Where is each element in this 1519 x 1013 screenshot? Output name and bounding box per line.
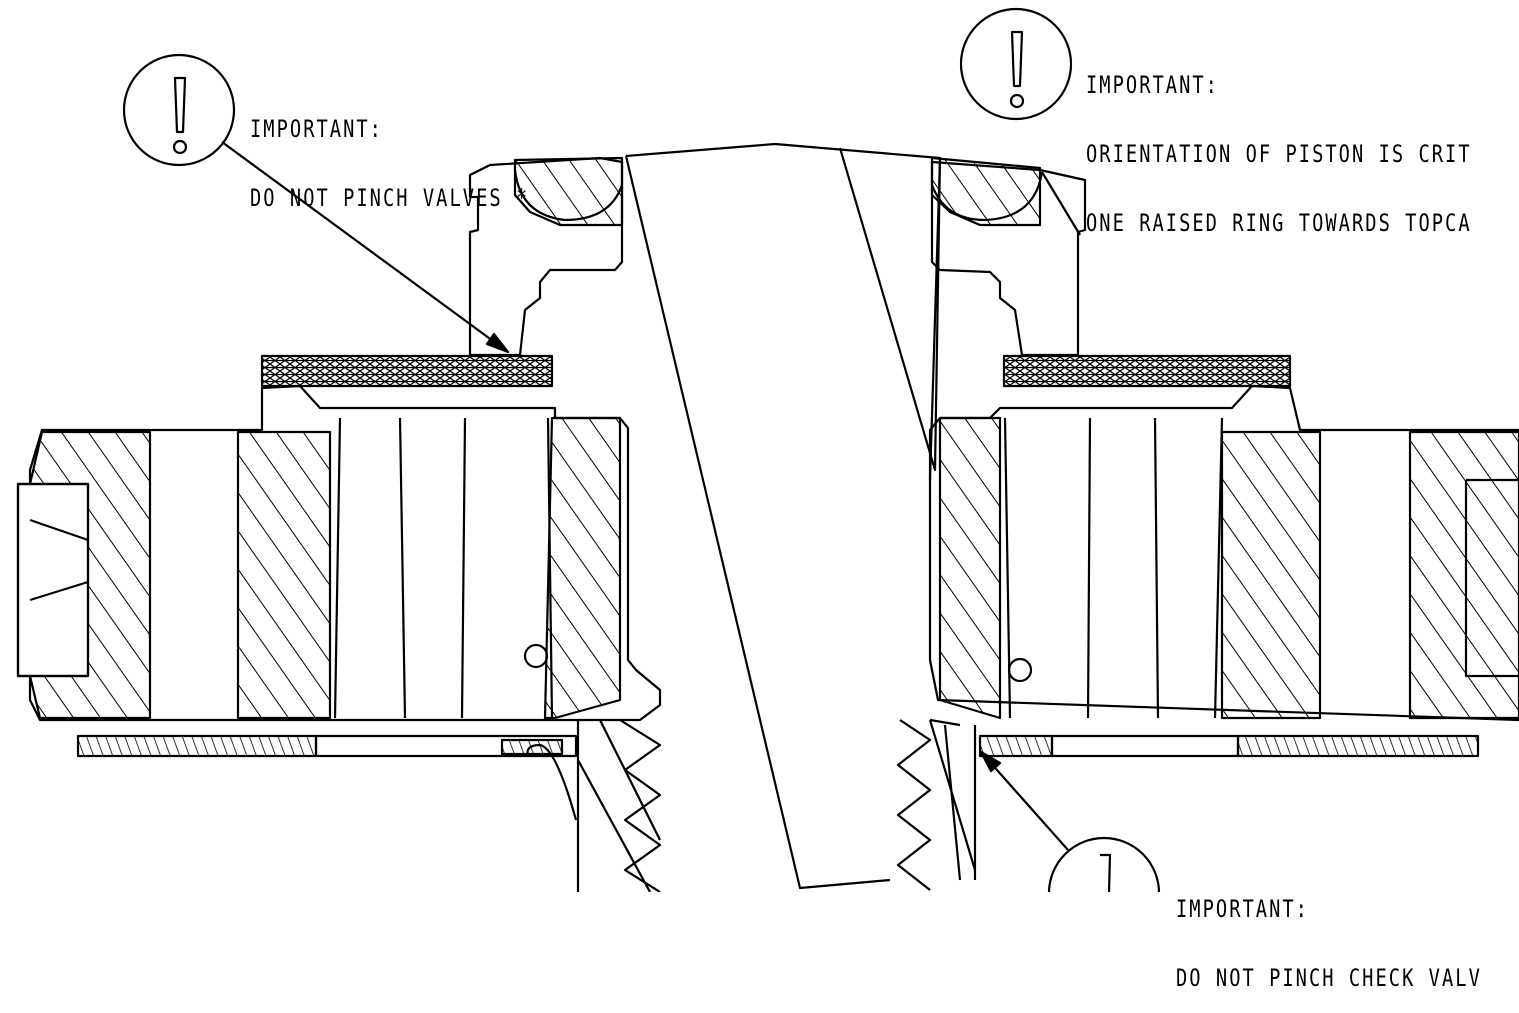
leader-line: [979, 750, 1069, 851]
note-text: DO NOT PINCH CHECK VALV: [1176, 964, 1482, 992]
note-title: IMPORTANT:: [250, 115, 383, 143]
leader-line: [221, 141, 510, 354]
assembly-cross-section: [16, 7, 1519, 892]
note-text: ONE RAISED RING TOWARDS TOPCA: [1086, 209, 1472, 237]
note-pinch-valves: IMPORTANT: DO NOT PINCH VALVES *: [250, 72, 608, 233]
note-title: IMPORTANT:: [1176, 895, 1309, 923]
warning-icon: [122, 53, 236, 167]
knurled-washer-right: [1002, 354, 1292, 388]
note-piston-orientation: IMPORTANT: ORIENTATION OF PISTON IS CRIT…: [1086, 28, 1519, 258]
knurled-washer-left: [260, 354, 554, 388]
threaded-stem: [576, 719, 661, 892]
note-pinch-check-valve: IMPORTANT: DO NOT PINCH CHECK VALV: [1176, 852, 1519, 1013]
warning-icon: [1047, 836, 1161, 892]
note-title: IMPORTANT:: [1086, 71, 1219, 99]
warning-icon: [959, 7, 1073, 121]
piston-rod: [624, 142, 942, 890]
note-text: DO NOT PINCH VALVES *: [250, 184, 530, 212]
note-text: ORIENTATION OF PISTON IS CRIT: [1086, 140, 1472, 168]
body-right: [928, 384, 1519, 722]
